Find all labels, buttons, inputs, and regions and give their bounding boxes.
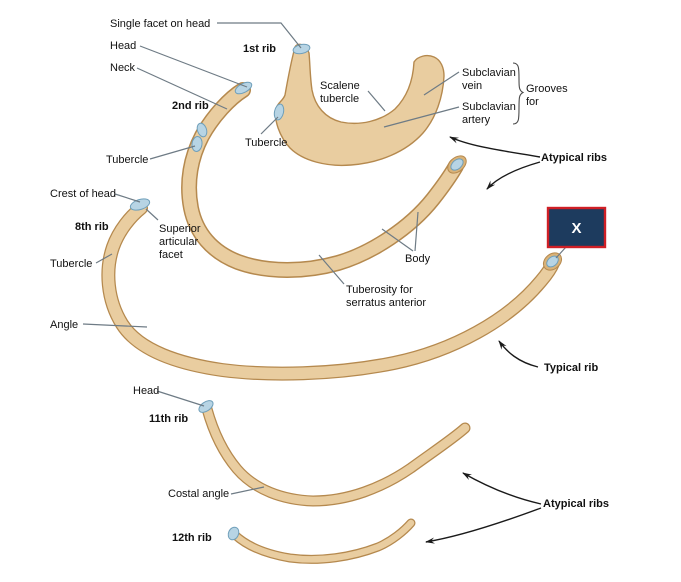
arrow-atypical-top-to-rib2: [486, 161, 541, 190]
leader-single-facet: [217, 22, 302, 49]
rib-11-fill: [202, 404, 470, 506]
rib-1-bone: [273, 43, 445, 167]
leader-angle: [82, 323, 148, 328]
label-typical-rib: Typical rib: [544, 362, 598, 374]
arrow-typical-rib: [498, 340, 539, 368]
arrow-atypical-bottom-to-rib11: [462, 472, 542, 505]
label-tubercle-rib2: Tubercle: [106, 154, 148, 166]
label-grooves-for-1: Grooves: [526, 83, 568, 95]
rib-8-head-facet: [129, 198, 151, 211]
rib-2-tubercle-facet-upper: [196, 122, 208, 138]
label-rib8: 8th rib: [75, 221, 109, 233]
leader-body-left: [381, 228, 414, 252]
answer-box-rect[interactable]: [546, 206, 607, 249]
label-head-rib11: Head: [133, 385, 159, 397]
label-atypical-ribs-top: Atypical ribs: [541, 152, 607, 164]
leader-head-rib11: [156, 390, 205, 407]
arrow-atypical-bottom-to-rib12: [425, 507, 542, 544]
label-rib1: 1st rib: [243, 43, 276, 55]
rib-11-bone: [198, 400, 471, 507]
leader-body-right: [414, 211, 419, 252]
labels: Single facet on head Head Neck 1st rib 2…: [50, 18, 609, 544]
label-crest-of-head: Crest of head: [50, 188, 116, 200]
label-tubercle-rib8: Tubercle: [50, 258, 92, 270]
rib-12-head-facet: [227, 526, 240, 541]
rib-8-fill: [102, 202, 559, 380]
label-tuberosity-1: Tuberosity for: [346, 284, 413, 296]
leader-lines: [82, 22, 567, 495]
label-rib2: 2nd rib: [172, 100, 209, 112]
label-neck: Neck: [110, 62, 136, 74]
label-rib12: 12th rib: [172, 532, 212, 544]
leader-tubercle-rib2: [149, 145, 196, 160]
leader-superior-articular-facet: [145, 208, 159, 221]
leader-costal-angle: [230, 486, 265, 495]
rib-1-tubercle-facet: [273, 103, 285, 121]
rib-12-bone: [227, 518, 416, 564]
label-single-facet-on-head: Single facet on head: [110, 18, 210, 30]
label-grooves-for-2: for: [526, 96, 539, 108]
rib-2-tubercle-facet-lower: [191, 136, 203, 152]
label-rib11: 11th rib: [149, 413, 188, 425]
rib-1-body: [274, 43, 445, 167]
label-superior-articular-facet-1: Superior: [159, 223, 201, 235]
label-subclavian-vein-2: vein: [462, 80, 482, 92]
label-body: Body: [405, 253, 431, 265]
label-subclavian-artery-2: artery: [462, 114, 491, 126]
leader-neck: [136, 67, 228, 110]
leader-scalene-tubercle: [367, 90, 386, 112]
label-tubercle-rib1: Tubercle: [245, 137, 287, 149]
label-angle: Angle: [50, 319, 78, 331]
rib-2-cut-face: [450, 158, 464, 171]
rib-2-bone: [181, 81, 467, 278]
arrows: [425, 136, 542, 544]
grooves-brace: [512, 62, 525, 125]
label-subclavian-vein-1: Subclavian: [462, 67, 516, 79]
rib-1-head-facet: [292, 43, 311, 55]
label-scalene-tubercle-1: Scalene: [320, 80, 360, 92]
rib-8-cut-face: [546, 255, 559, 268]
label-subclavian-artery-1: Subclavian: [462, 101, 516, 113]
label-atypical-ribs-bottom: Atypical ribs: [543, 498, 609, 510]
leader-crest-of-head: [114, 193, 141, 203]
leader-tubercle-rib1: [260, 116, 279, 135]
rib-12-fill: [231, 519, 415, 563]
label-head-top: Head: [110, 40, 136, 52]
answer-box[interactable]: X: [546, 206, 607, 249]
rib-2-head-facet: [234, 81, 253, 95]
leader-tubercle-rib8: [95, 253, 113, 264]
leader-answer-box: [555, 246, 567, 259]
leader-subclavian-artery: [383, 106, 460, 128]
leader-head-top: [139, 45, 248, 88]
label-superior-articular-facet-2: articular: [159, 236, 198, 248]
label-costal-angle: Costal angle: [168, 488, 229, 500]
leader-subclavian-vein: [423, 71, 460, 96]
label-tuberosity-2: serratus anterior: [346, 297, 426, 309]
rib-11-head-facet: [198, 400, 214, 413]
label-scalene-tubercle-2: tubercle: [320, 93, 359, 105]
rib-8-bone: [101, 198, 563, 381]
leader-tuberosity: [318, 254, 345, 285]
answer-box-label[interactable]: X: [571, 220, 581, 237]
label-superior-articular-facet-3: facet: [159, 249, 183, 261]
arrow-atypical-top-to-rib1: [449, 136, 541, 158]
